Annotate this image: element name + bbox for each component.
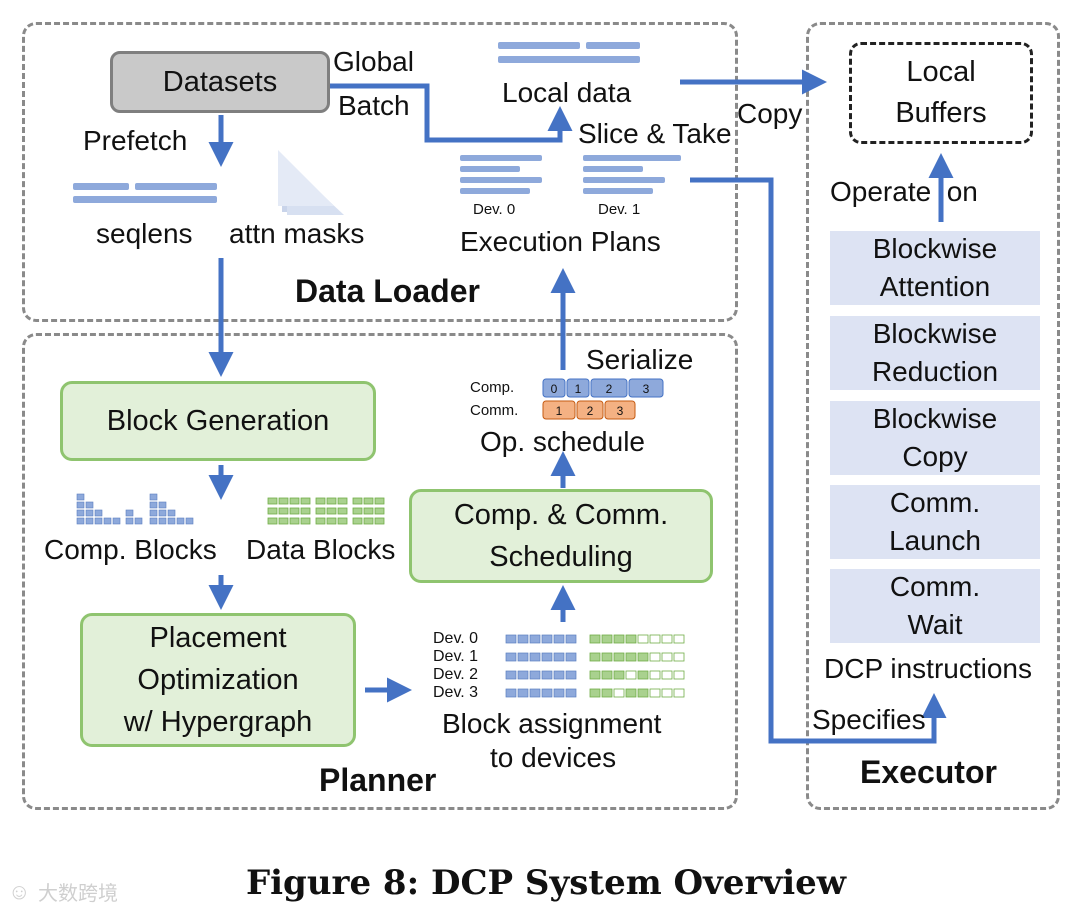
instruction-line1: Blockwise <box>872 318 998 350</box>
assignment-comp-blocks <box>505 634 577 698</box>
specifies-arrow <box>690 177 947 744</box>
dev0-label: Dev. 0 <box>473 201 516 218</box>
copy-label: Copy <box>737 98 803 129</box>
comp-blocks-icon <box>76 493 194 525</box>
instruction-blockwise-reduction: Blockwise Reduction <box>830 316 1040 390</box>
local-buffers-line1: Local <box>906 56 976 89</box>
data-blocks-label: Data Blocks <box>246 534 396 565</box>
instruction-comm-wait: Comm. Wait <box>830 569 1040 643</box>
scheduling-line2: Scheduling <box>489 541 633 573</box>
watermark-text: 大数跨境 <box>38 883 118 905</box>
op-schedule-boxes <box>542 378 664 420</box>
figure-caption: Figure 8: DCP System Overview <box>245 863 847 903</box>
comp-op-0: 0 <box>550 382 558 396</box>
assignment-data-blocks <box>589 634 685 698</box>
comp-op-2: 2 <box>605 382 613 396</box>
comp-row-label: Comp. <box>470 379 515 396</box>
placement-line3: w/ Hypergraph <box>123 706 313 739</box>
execution-plans-label: Execution Plans <box>460 226 661 257</box>
seqlens-bars <box>73 183 217 203</box>
assign-dev0-label: Dev. 0 <box>433 630 479 647</box>
instruction-line1: Comm. <box>889 487 981 519</box>
block-assignment-line2: to devices <box>490 742 617 773</box>
operate-on-label: Operate on <box>830 176 978 207</box>
placement-line2: Optimization <box>137 663 299 696</box>
serialize-label: Serialize <box>586 344 694 375</box>
planner-title: Planner <box>319 762 437 798</box>
placement-line1: Placement <box>149 621 287 654</box>
block-generation-label: Block Generation <box>106 404 330 437</box>
instruction-comm-launch: Comm. Launch <box>830 485 1040 559</box>
datasets-label: Datasets <box>162 65 278 98</box>
instruction-line1: Comm. <box>889 571 981 603</box>
local-data-bars <box>498 42 640 63</box>
dev1-label: Dev. 1 <box>598 201 641 218</box>
executor-title: Executor <box>860 754 997 790</box>
instruction-line1: Blockwise <box>872 403 998 435</box>
scheduling-box: Comp. & Comm. Scheduling <box>409 489 713 583</box>
assign-dev2-label: Dev. 2 <box>433 666 479 683</box>
specifies-label: Specifies <box>812 704 926 735</box>
assign-dev3-label: Dev. 3 <box>433 684 479 701</box>
scheduling-line1: Comp. & Comm. <box>453 498 669 531</box>
exec-plan-dev0-bars <box>460 155 542 194</box>
executor-region <box>806 22 1060 810</box>
planner-region <box>22 333 738 810</box>
comm-op-3: 3 <box>616 404 624 418</box>
instruction-line2: Copy <box>902 441 968 472</box>
instruction-line2: Launch <box>889 525 981 556</box>
instruction-line2: Reduction <box>871 356 999 387</box>
data-blocks-icon <box>267 497 385 525</box>
dcp-instructions-label: DCP instructions <box>824 653 1033 684</box>
attn-masks-icon <box>278 150 344 215</box>
local-data-label: Local data <box>502 77 632 108</box>
slice-take-label: Slice & Take <box>578 118 732 149</box>
global-label: Global <box>333 46 414 77</box>
instruction-line2: Wait <box>907 609 963 640</box>
seqlens-label: seqlens <box>96 218 193 249</box>
local-buffers-line2: Buffers <box>895 97 987 129</box>
comp-blocks-label: Comp. Blocks <box>44 534 217 565</box>
block-generation-box: Block Generation <box>60 381 376 461</box>
op-schedule-label: Op. schedule <box>480 426 645 457</box>
instruction-blockwise-attention: Blockwise Attention <box>830 231 1040 305</box>
prefetch-label: Prefetch <box>83 125 188 156</box>
data-loader-title: Data Loader <box>295 273 480 309</box>
instruction-line2: Attention <box>879 271 991 302</box>
local-buffers-box: Local Buffers <box>849 42 1033 144</box>
assign-dev1-label: Dev. 1 <box>433 648 479 665</box>
batch-label: Batch <box>338 90 410 121</box>
attn-masks-label: attn masks <box>229 218 365 249</box>
placement-optimization-box: Placement Optimization w/ Hypergraph <box>80 613 356 747</box>
instruction-line1: Blockwise <box>872 233 998 265</box>
datasets-box: Datasets <box>110 51 330 113</box>
watermark-logo: ☺ <box>8 879 31 904</box>
comm-row-label: Comm. <box>470 402 519 419</box>
data-loader-region <box>22 22 738 322</box>
comm-op-2: 2 <box>586 404 594 418</box>
exec-plan-dev1-bars <box>583 155 681 194</box>
comp-op-1: 1 <box>574 382 582 396</box>
block-assignment-line1: Block assignment <box>442 708 662 739</box>
comp-op-3: 3 <box>642 382 650 396</box>
instruction-blockwise-copy: Blockwise Copy <box>830 401 1040 475</box>
comm-op-1: 1 <box>555 404 563 418</box>
global-batch-arrow <box>330 83 573 143</box>
